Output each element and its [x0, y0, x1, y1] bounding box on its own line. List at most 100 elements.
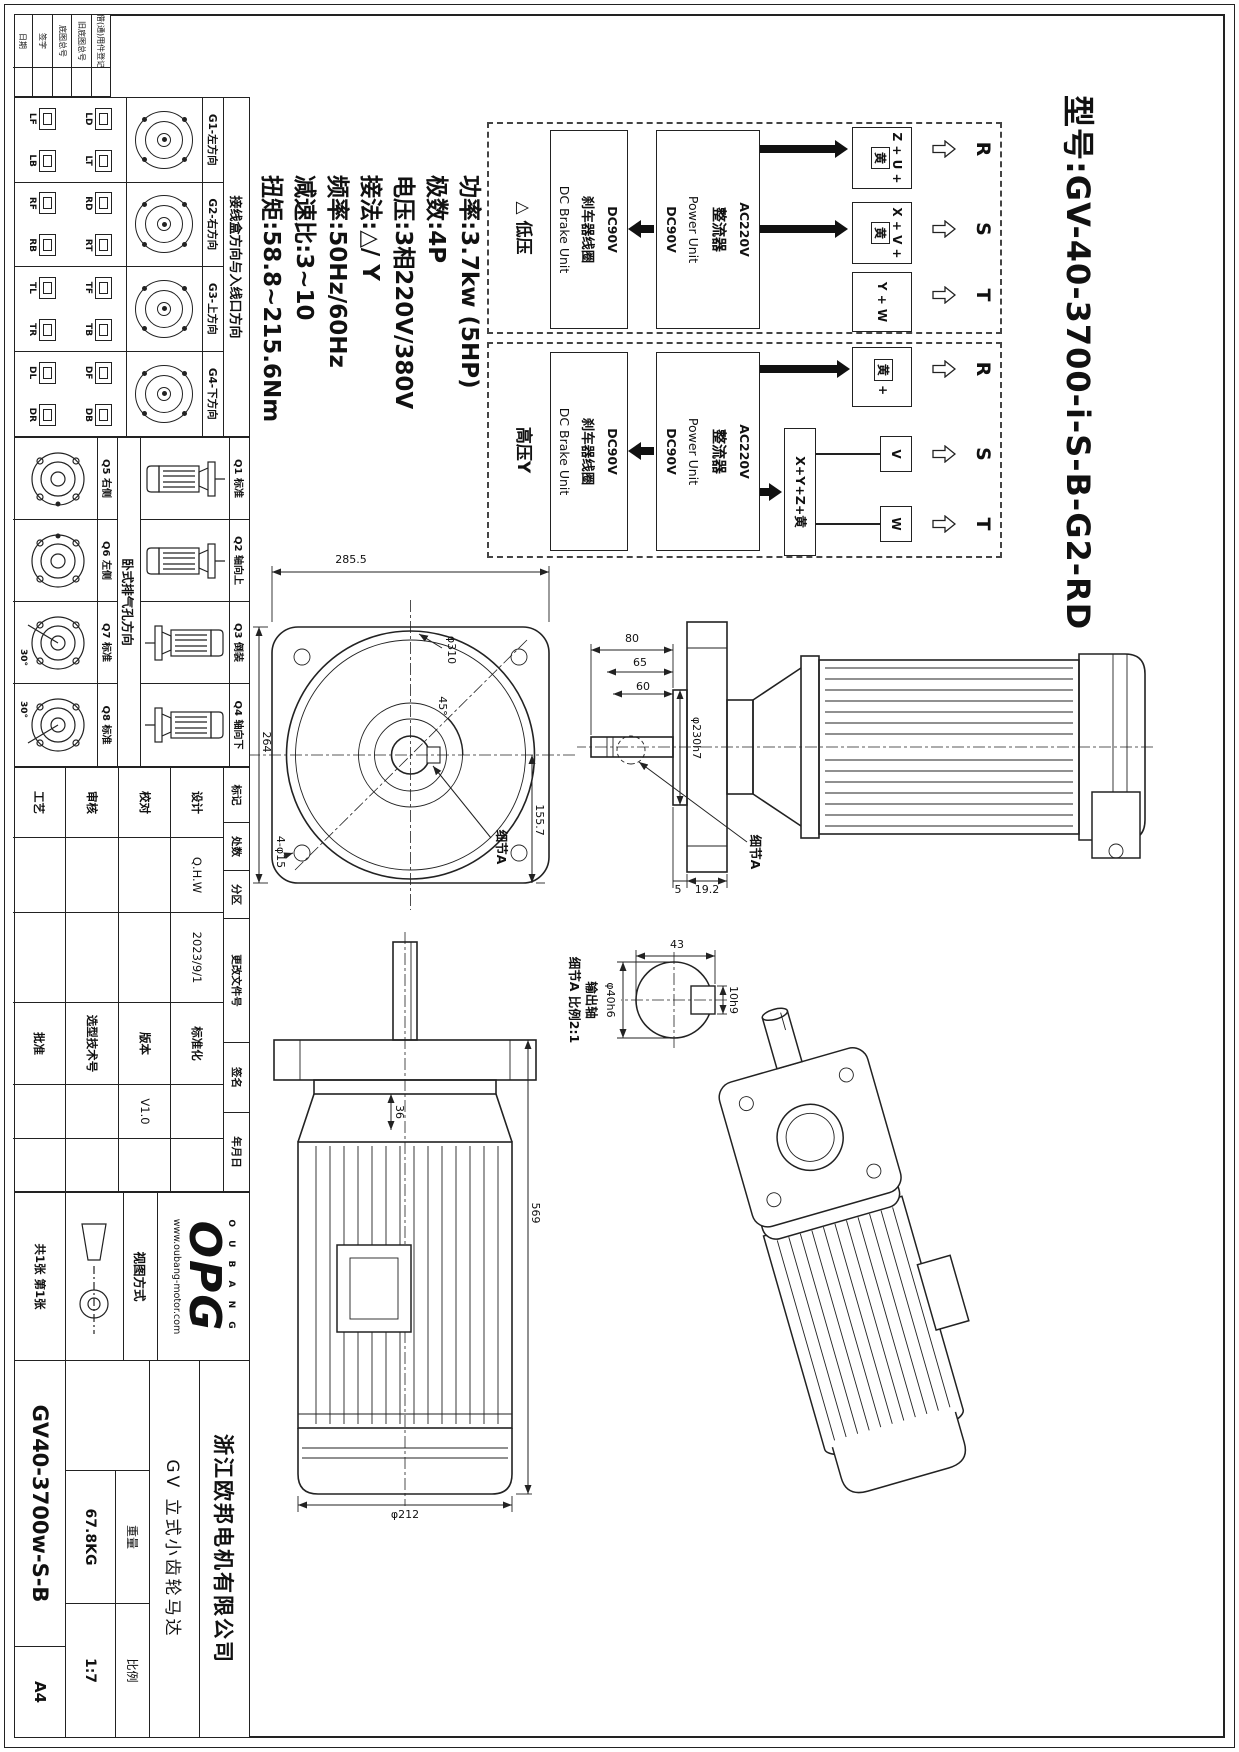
side-view: 80 65 60 φ230h7 19.2 5 细节A [577, 621, 1153, 896]
terminal-yellow: 黄 + [852, 347, 912, 407]
detail-callout: 细节A [748, 835, 763, 870]
q-label: Q2 轴向上 [230, 520, 249, 602]
junction-group-g2: G2-右方向 RD RT RF RB [14, 182, 223, 267]
connector-icon [95, 318, 113, 341]
junction-group-g1: G1-左方向 LD LT LF LB [14, 98, 223, 183]
view-method-label: 视图方式 [123, 1193, 157, 1360]
up-arrow-icon [932, 140, 956, 158]
dim-310: φ310 [445, 636, 458, 664]
wiring-diagram-low-voltage: R S T Z + U + 黄 X + V + 黄 Y + W AC220V 整… [487, 122, 1002, 334]
wire [816, 453, 880, 455]
rev-cell: 审核 [66, 768, 118, 838]
junction-orientation-table: 接线盒方向与入线口方向 G1-左方向 LD LT LF LB G2-右方向 RD… [14, 97, 250, 437]
rev-cell: 选型技术号 [66, 1003, 118, 1085]
bottom-view: 569 36 φ212 [273, 932, 542, 1521]
dim-40: φ40h6 [604, 982, 617, 1017]
sheet-count: 共1张 第1张 [33, 1243, 47, 1310]
rev-header: 处数 [224, 823, 249, 871]
group-label: G4-下方向 [202, 351, 223, 436]
rev-cell [171, 1085, 223, 1139]
rev-header: 年月日 [230, 1136, 242, 1168]
connector-icon [39, 234, 57, 257]
rev-cell: 校对 [119, 768, 171, 838]
yellow-wire-tag: 黄 [874, 358, 893, 381]
orientation-option: TL [14, 267, 70, 309]
dim-45: 45° [436, 696, 449, 716]
rev-cell: 设计 [171, 768, 223, 838]
empty-cell [66, 1361, 149, 1471]
drawing-model-number: GV40-3700w-S-B [15, 1361, 65, 1647]
dim-key: 10h9 [727, 986, 740, 1014]
orientation-option: DR [14, 394, 70, 436]
up-arrow-icon [932, 360, 956, 378]
power-arrow [760, 483, 782, 501]
connector-icon [95, 361, 113, 384]
rev-cell [119, 838, 171, 913]
connector-icon [39, 361, 57, 384]
rev-cell: 2023/9/1 [171, 913, 223, 1003]
dim-5: 5 [675, 883, 682, 896]
brake-unit: DC90V 刹车器线圈 DC Brake Unit [550, 352, 628, 551]
dim-285: 285.5 [335, 553, 367, 566]
opg-logo: OPG [179, 1220, 230, 1333]
orientation-option: TR [14, 309, 70, 351]
scale-label: 比例 [115, 1604, 149, 1737]
rev-cell [172, 1139, 224, 1191]
rev-cell [13, 1139, 66, 1191]
motor-side-icon [146, 542, 225, 579]
reg-row-label: 底图总号 [52, 15, 72, 68]
rev-header: 分区 [224, 871, 249, 919]
dim-43: 43 [670, 938, 684, 951]
weight-value: 67.8KG [82, 1508, 99, 1566]
connector-icon [95, 107, 113, 130]
motor-side-icon-inverted [145, 707, 224, 743]
paper-size: A4 [31, 1680, 49, 1704]
spec-frequency: 频率:50Hz/60Hz [324, 175, 350, 368]
connector-icon [39, 403, 57, 426]
spec-ratio: 减速比:3~10 [291, 175, 317, 321]
connector-icon [39, 276, 57, 299]
terminal-xv: X + V + 黄 [852, 202, 912, 264]
up-arrow-icon [932, 286, 956, 304]
orientation-option: TB [70, 309, 126, 351]
rev-cell [67, 1139, 119, 1191]
connector-icon [95, 276, 113, 299]
dim-36: 36 [393, 1105, 406, 1119]
spec-connection: 接法:△/ Y [357, 175, 383, 281]
power-arrow-down [628, 220, 654, 238]
shaft-detail-scale: 细节A 比例2:1 [567, 957, 582, 1043]
spec-power: 功率:3.7kw (5HP) [456, 175, 482, 389]
yellow-wire-tag: 黄 [871, 146, 890, 169]
rev-cell [66, 1085, 118, 1139]
weight-cell: 重量 67.8KG [66, 1471, 149, 1604]
rev-cell [13, 838, 66, 913]
power-arrow [760, 140, 848, 158]
motor-face-icon-30deg: 30° [18, 615, 85, 670]
connector-icon [95, 149, 113, 172]
wire [816, 523, 880, 525]
rev-cell [13, 913, 66, 1003]
exhaust-table-header: 卧式排气孔方向 [117, 438, 141, 766]
connector-icon [39, 149, 57, 172]
rev-cell: 工艺 [13, 768, 66, 838]
motor-face-icon [31, 451, 85, 506]
phase-t-label: T [972, 288, 994, 302]
orientation-option: RB [14, 224, 70, 266]
orientation-option: DL [14, 352, 70, 394]
dim-155: 155.7 [533, 804, 546, 836]
motor-face-icon-30deg: 30° [18, 698, 85, 752]
connector-icon [39, 318, 57, 341]
company-name: 浙江欧邦电机有限公司 [199, 1361, 249, 1737]
junction-table-header: 接线盒方向与入线口方向 [223, 98, 249, 436]
orientation-option: DF [70, 352, 126, 394]
rev-header: 签名 [224, 1043, 249, 1113]
orientation-option: RD [70, 183, 126, 225]
motor-side-icon [146, 460, 225, 497]
rev-cell: 标准化 [171, 1003, 223, 1085]
product-name: GV 立式小齿轮马达 [149, 1361, 199, 1737]
wiring-caption-low: △ 低压 [513, 201, 533, 255]
dim-212: φ212 [391, 1508, 419, 1521]
q-label: Q7 标准 [98, 602, 117, 684]
